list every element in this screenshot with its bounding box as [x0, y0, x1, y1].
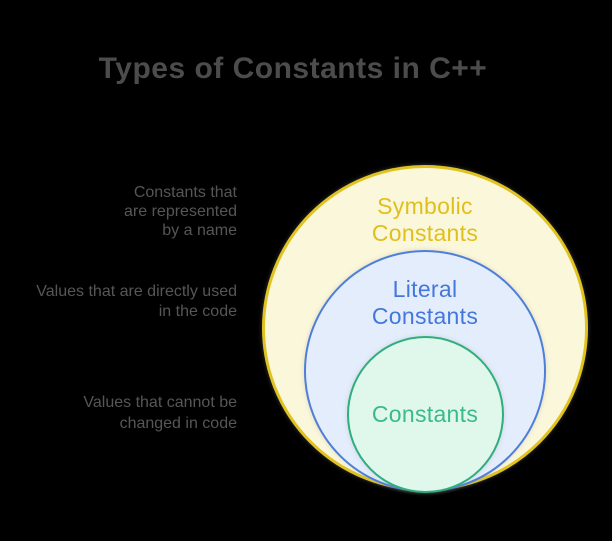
label-line: Constants [371, 401, 479, 427]
annotation-symbolic-constants: Constants that are represented by a name [124, 183, 237, 240]
label-line: Literal [392, 276, 458, 302]
annotation-line: Constants that [133, 184, 237, 201]
annotation-line: changed in code [119, 415, 237, 432]
annotation-literal-constants: Values that are directly used in the cod… [36, 282, 237, 322]
label-line: Constants [371, 303, 479, 329]
symbolic-constants-label: Symbolic Constants [312, 193, 538, 247]
literal-constants-label: Literal Constants [312, 276, 538, 330]
label-line: Symbolic [377, 193, 473, 219]
annotation-line: by a name [162, 222, 237, 239]
constants-circle [347, 336, 504, 493]
annotation-constants: Values that cannot be changed in code [83, 392, 237, 434]
annotation-line: are represented [124, 203, 237, 220]
annotation-line: in the code [158, 303, 237, 320]
annotation-line: Values that cannot be [83, 394, 237, 411]
label-line: Constants [371, 220, 479, 246]
diagram-title: Types of Constants in C++ [98, 52, 488, 85]
annotation-line: Values that are directly used [36, 283, 237, 300]
constants-label: Constants [312, 401, 538, 428]
